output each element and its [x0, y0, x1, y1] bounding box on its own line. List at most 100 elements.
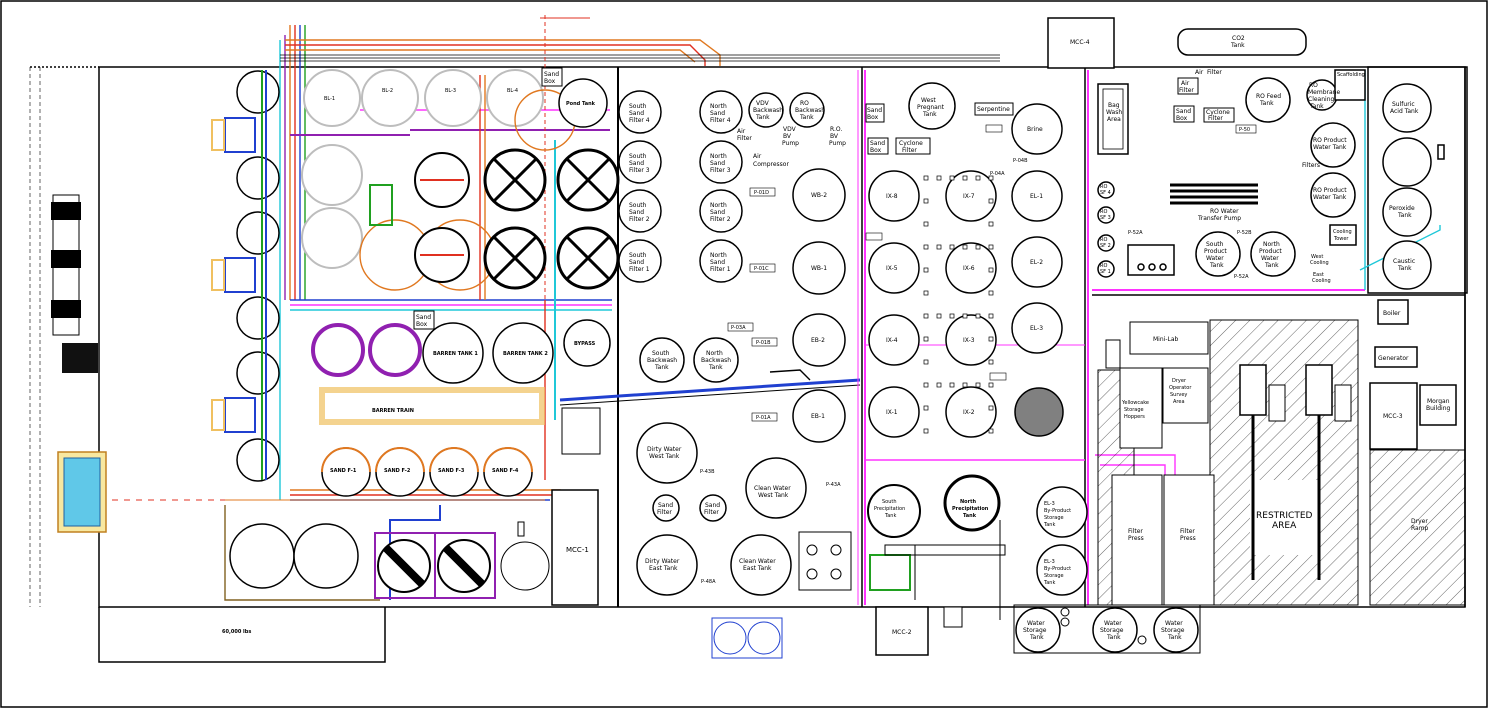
- label: R.O.: [830, 126, 842, 133]
- column-marker: [923, 405, 929, 411]
- label: Clean Water: [739, 558, 776, 565]
- label: Tank: [1264, 262, 1279, 269]
- bypass-label: BYPASS: [574, 341, 596, 347]
- label: Filters: [1302, 162, 1320, 169]
- label: Filter: [1179, 87, 1194, 94]
- label: RO: [800, 100, 809, 107]
- label: Product: [1204, 248, 1227, 255]
- label: North: [1263, 241, 1280, 248]
- bl-label: BL-2: [382, 88, 393, 94]
- label: Operator: [1169, 385, 1192, 391]
- label: Serpentine: [977, 106, 1010, 113]
- label: Dirty Water: [647, 446, 682, 453]
- label: Filter: [657, 509, 672, 516]
- pump-tag: P-52A: [1128, 230, 1143, 236]
- pump-tag: P-04B: [1013, 158, 1028, 164]
- column-marker: [988, 244, 994, 250]
- boiler-label: Boiler: [1383, 310, 1401, 317]
- mcc-4-label: MCC-4: [1070, 39, 1090, 46]
- precipitation-tanks: [867, 474, 1088, 628]
- label: EL-3: [1044, 559, 1055, 565]
- label: Filter: [902, 147, 917, 154]
- label: Dryer: [1172, 378, 1187, 384]
- column-marker: [988, 267, 994, 273]
- label: Tank: [799, 114, 814, 121]
- pump-tag: P-01D: [754, 190, 769, 196]
- dryer-ramp-label: Ramp: [1411, 525, 1429, 532]
- label: Air: [753, 153, 762, 160]
- label: IX-6: [963, 265, 975, 272]
- label: Precipitation: [952, 506, 989, 512]
- control-panel: [369, 184, 393, 226]
- bl-label: BL-3: [445, 88, 456, 94]
- label: North: [710, 153, 727, 160]
- label: RO Product: [1313, 137, 1347, 144]
- label: SF 2: [1100, 243, 1111, 249]
- label: West Tank: [758, 492, 789, 499]
- label: Water Tank: [1313, 194, 1347, 201]
- label: East Tank: [743, 565, 772, 572]
- label: Backwash: [647, 357, 677, 364]
- pump-tag: P-01C: [754, 266, 769, 272]
- label: Storage: [1100, 627, 1124, 634]
- label: Tank: [1397, 212, 1412, 219]
- label: Storage: [1044, 573, 1064, 579]
- label: Tank: [1309, 103, 1324, 110]
- label: Cyclone: [899, 140, 923, 147]
- label: Filter: [1128, 528, 1143, 535]
- label: By-Product: [1044, 566, 1071, 572]
- column-marker: [988, 336, 994, 342]
- label: Box: [867, 114, 879, 121]
- ro-area-shapes: [1097, 69, 1445, 290]
- water-storage-labels: Water Storage Tank Water Storage Tank Wa…: [1023, 620, 1185, 641]
- pump-tag: P-52A: [1234, 274, 1249, 280]
- restricted-label: RESTRICTED: [1256, 511, 1313, 521]
- column-marker: [975, 175, 981, 181]
- pump-tag: P-04A: [990, 171, 1005, 177]
- label: Caustic: [1393, 258, 1415, 265]
- valve-rack: [561, 407, 601, 455]
- column-marker: [923, 382, 929, 388]
- dark-tank: [1014, 387, 1064, 437]
- sand-f-rings: [321, 447, 533, 473]
- pump-tag: P-01A: [756, 415, 771, 421]
- column-marker: [988, 428, 994, 434]
- label: Backwash: [753, 107, 783, 114]
- column-marker: [962, 175, 968, 181]
- column-marker: [962, 382, 968, 388]
- label: RO Product: [1313, 187, 1347, 194]
- column-marker: [923, 244, 929, 250]
- label: Filter: [1207, 69, 1222, 76]
- mcc-1-building: [551, 489, 599, 606]
- label: IX-8: [886, 193, 898, 200]
- label: WB-2: [811, 192, 827, 199]
- label: Tank: [1043, 580, 1055, 586]
- ix-area-tanks: [868, 82, 1063, 438]
- label: VDV: [756, 100, 770, 107]
- label: SF 4: [1100, 190, 1111, 196]
- label: Cyclone: [1206, 109, 1230, 116]
- label: WB-1: [811, 265, 827, 272]
- label: RO: [1100, 263, 1107, 269]
- label: Tank: [1259, 100, 1274, 107]
- label: Air: [1181, 80, 1190, 87]
- pump-tag: P-50: [1239, 127, 1250, 133]
- sand-box-label: Sand: [416, 314, 431, 321]
- column-marker: [988, 175, 994, 181]
- label: BV: [830, 133, 839, 140]
- column-marker: [923, 198, 929, 204]
- label: Tank: [1043, 522, 1055, 528]
- label: Brine: [1027, 126, 1043, 133]
- label: Backwash: [701, 357, 731, 364]
- label: Filter 4: [710, 117, 731, 124]
- column-marker: [949, 175, 955, 181]
- sand-box-label: Box: [544, 78, 556, 85]
- label: Water Tank: [1313, 144, 1347, 151]
- label: Tank: [884, 513, 896, 519]
- label: By-Product: [1044, 508, 1071, 514]
- ix-grid-dots: [923, 175, 994, 434]
- restricted-labels: Mini-Lab Yellowcake Storage Hoppers Drye…: [1121, 336, 1429, 542]
- ix-pump-tags: P-04B P-04A: [865, 124, 1028, 381]
